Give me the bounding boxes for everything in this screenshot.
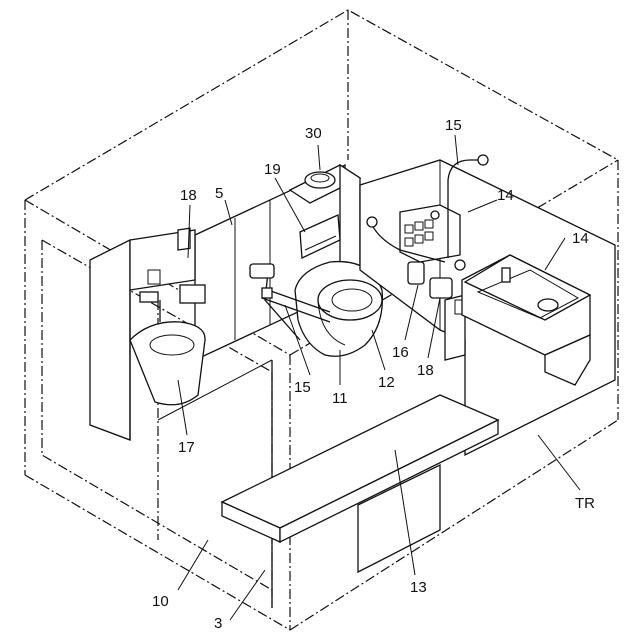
label-13: 13: [410, 579, 427, 596]
label-30: 30: [305, 125, 322, 142]
label-12: 12: [378, 374, 395, 391]
changing-table-13: [222, 395, 498, 572]
urinal-17: [130, 285, 205, 405]
label-18-right: 18: [417, 362, 434, 379]
label-TR: TR: [575, 495, 595, 512]
label-18-left: 18: [180, 187, 197, 204]
label-15-left: 15: [294, 379, 311, 396]
label-14-sink: 14: [572, 230, 589, 247]
label-5: 5: [215, 185, 223, 202]
label-19: 19: [264, 161, 281, 178]
label-3: 3: [214, 615, 222, 632]
label-15-top: 15: [445, 117, 462, 134]
control-panel-14: [400, 205, 460, 262]
label-11: 11: [332, 390, 348, 407]
label-16: 16: [392, 344, 409, 361]
label-14-panel: 14: [497, 187, 514, 204]
label-17: 17: [178, 439, 195, 456]
label-10: 10: [152, 593, 169, 610]
